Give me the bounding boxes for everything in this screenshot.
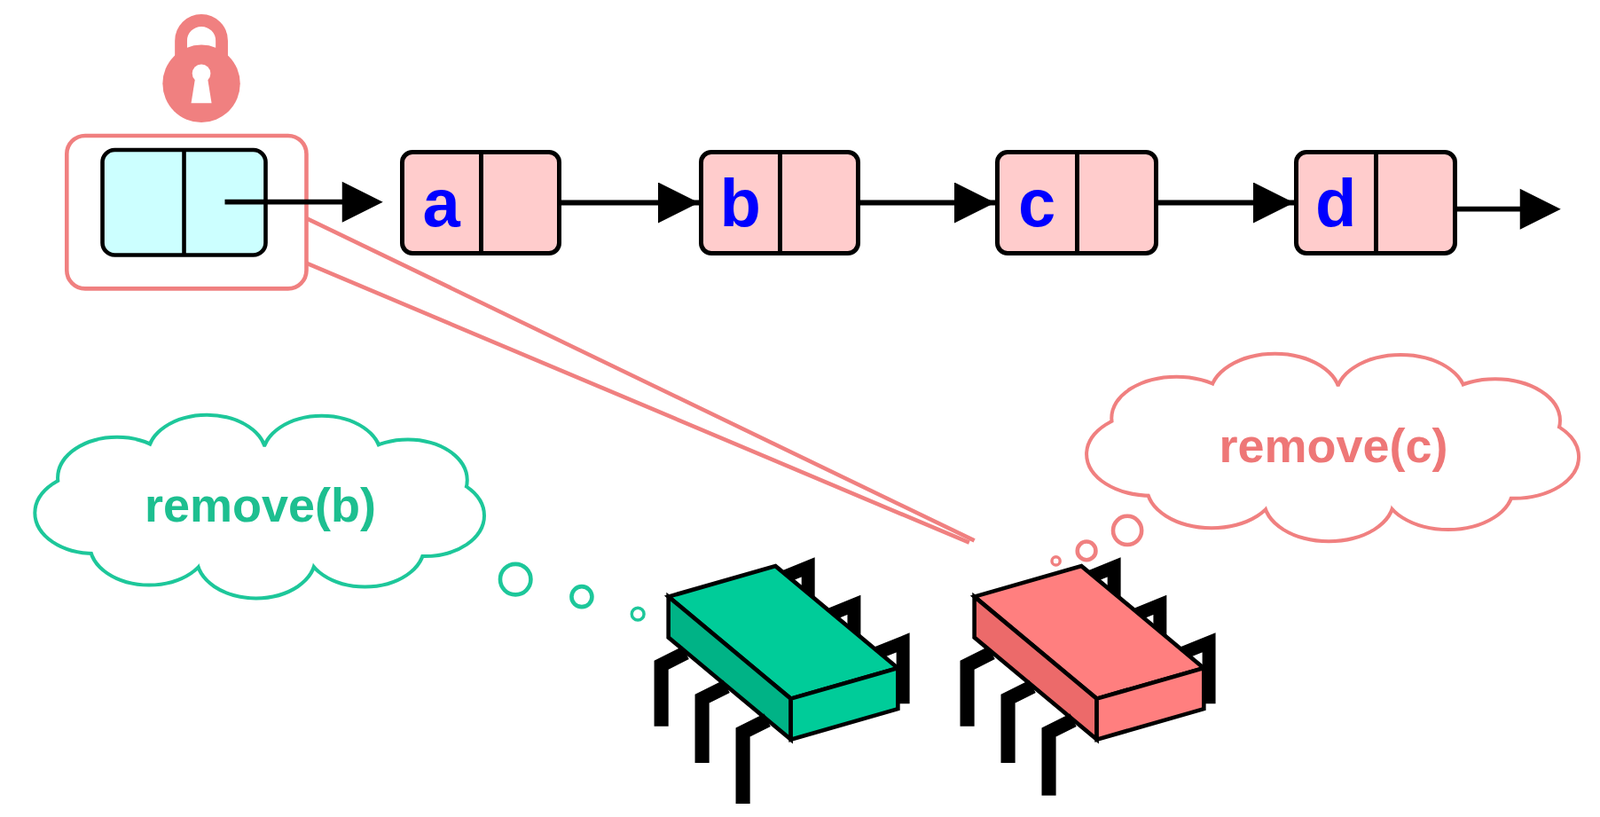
value-field: d xyxy=(1298,154,1374,251)
thought-bubble xyxy=(631,607,644,620)
thought-bubble xyxy=(1051,556,1060,565)
list-node: b xyxy=(698,149,861,256)
thought-bubble xyxy=(571,586,592,607)
thought-cloud: remove(c) xyxy=(1070,346,1597,546)
list-node: c xyxy=(995,149,1159,256)
list-node: d xyxy=(1294,149,1458,256)
node-value: d xyxy=(1315,169,1357,237)
green-processor xyxy=(661,565,904,804)
thought-text: remove(b) xyxy=(144,478,377,532)
value-field: a xyxy=(404,154,479,251)
list-node: a xyxy=(400,149,562,256)
pointer-field xyxy=(478,154,558,251)
thought-bubble xyxy=(1077,541,1097,561)
thought-bubble xyxy=(500,564,531,595)
pointer-field xyxy=(777,154,857,251)
thought-cloud: remove(b) xyxy=(20,407,501,603)
thought-text: remove(c) xyxy=(1218,419,1448,472)
head-divider xyxy=(181,149,187,255)
red-processor xyxy=(967,565,1210,796)
node-value: a xyxy=(423,169,461,237)
thought-bubble xyxy=(1113,516,1142,545)
head-pointer xyxy=(225,199,353,205)
lock-highlight xyxy=(66,135,306,289)
value-field: b xyxy=(703,154,778,251)
keyhole xyxy=(191,77,212,103)
lock-body xyxy=(162,45,240,123)
pointer-field xyxy=(1074,154,1155,251)
node-value: c xyxy=(1018,169,1056,237)
node-value: b xyxy=(720,169,761,237)
pointer-field xyxy=(1373,154,1454,251)
lock-leader xyxy=(305,263,969,543)
value-field: c xyxy=(999,154,1075,251)
arrow-head xyxy=(1520,188,1561,230)
arrow-head xyxy=(342,181,384,223)
lock-leader xyxy=(305,218,974,541)
